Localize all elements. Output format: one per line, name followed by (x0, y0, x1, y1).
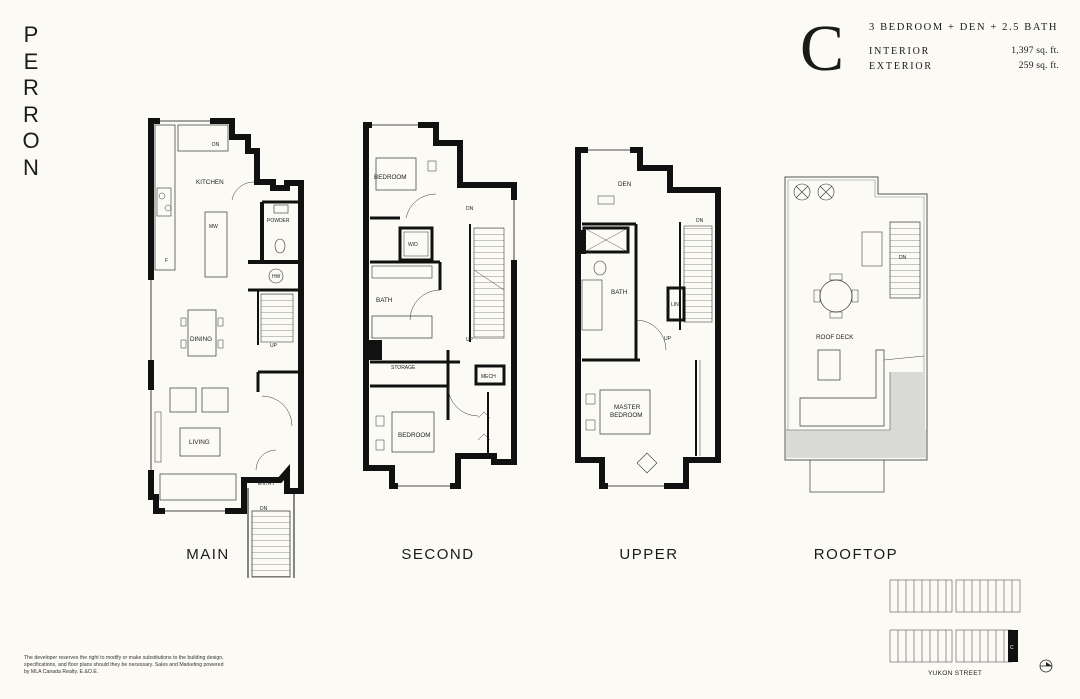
label-powder: POWDER (267, 218, 290, 224)
label-second-bedroom-top: BEDROOM (374, 174, 407, 181)
label-hw: HW (272, 274, 281, 280)
label-upper-bath: BATH (611, 289, 628, 296)
label-upper-up: UP (664, 336, 672, 342)
floor-label-second: SECOND (401, 546, 475, 563)
label-main-dn: DN (212, 142, 220, 148)
label-rooftop-dn: DN (899, 255, 907, 261)
rooftop-plan (784, 176, 928, 493)
upper-floor-plan (575, 147, 721, 489)
second-floor-plan (363, 122, 517, 489)
label-master-bedroom: BEDROOM (610, 412, 643, 419)
key-plan-unit-highlight (1008, 630, 1018, 662)
label-lin: LIN (671, 302, 679, 308)
label-fridge: F (165, 258, 168, 264)
label-roof-deck: ROOF DECK (816, 334, 854, 341)
label-main-stair-dn: DN (260, 506, 268, 512)
label-wd: W/D (408, 242, 418, 248)
label-entry: ENTRY (258, 481, 276, 487)
label-kitchen: KITCHEN (196, 179, 224, 186)
plan-letter: C (800, 12, 845, 85)
label-second-dn: DN (466, 206, 474, 212)
key-plan (889, 579, 1021, 663)
label-mech: MECH (481, 374, 496, 380)
label-upper-dn: DN (696, 218, 704, 224)
label-storage: STORAGE (391, 365, 416, 371)
interior-area: INTERIOR 1,397 sq. ft. (869, 46, 1059, 57)
label-key-unit: C (1010, 645, 1014, 651)
label-second-bedroom-bottom: BEDROOM (398, 432, 431, 439)
brand-wordmark: P E R R O N (22, 22, 40, 180)
label-dining: DINING (190, 336, 212, 343)
floor-label-rooftop: ROOFTOP (813, 546, 899, 563)
label-second-up: UP (466, 337, 474, 343)
key-plan-street: YUKON STREET (928, 670, 983, 677)
label-main-up: UP (270, 343, 278, 349)
plan-type: 3 BEDROOM + DEN + 2.5 BATH (869, 22, 1059, 33)
floor-label-upper: UPPER (619, 546, 679, 563)
floor-label-main: MAIN (186, 546, 230, 563)
disclaimer: The developer reserves the right to modi… (24, 655, 224, 675)
label-living: LIVING (189, 439, 210, 446)
main-floor-plan (148, 118, 304, 578)
label-mw: MW (209, 224, 218, 230)
label-den: DEN (618, 181, 632, 188)
exterior-area: EXTERIOR 259 sq. ft. (869, 61, 1059, 72)
label-second-bath: BATH (376, 297, 393, 304)
label-master: MASTER (614, 404, 641, 411)
north-arrow-icon (1039, 659, 1053, 673)
